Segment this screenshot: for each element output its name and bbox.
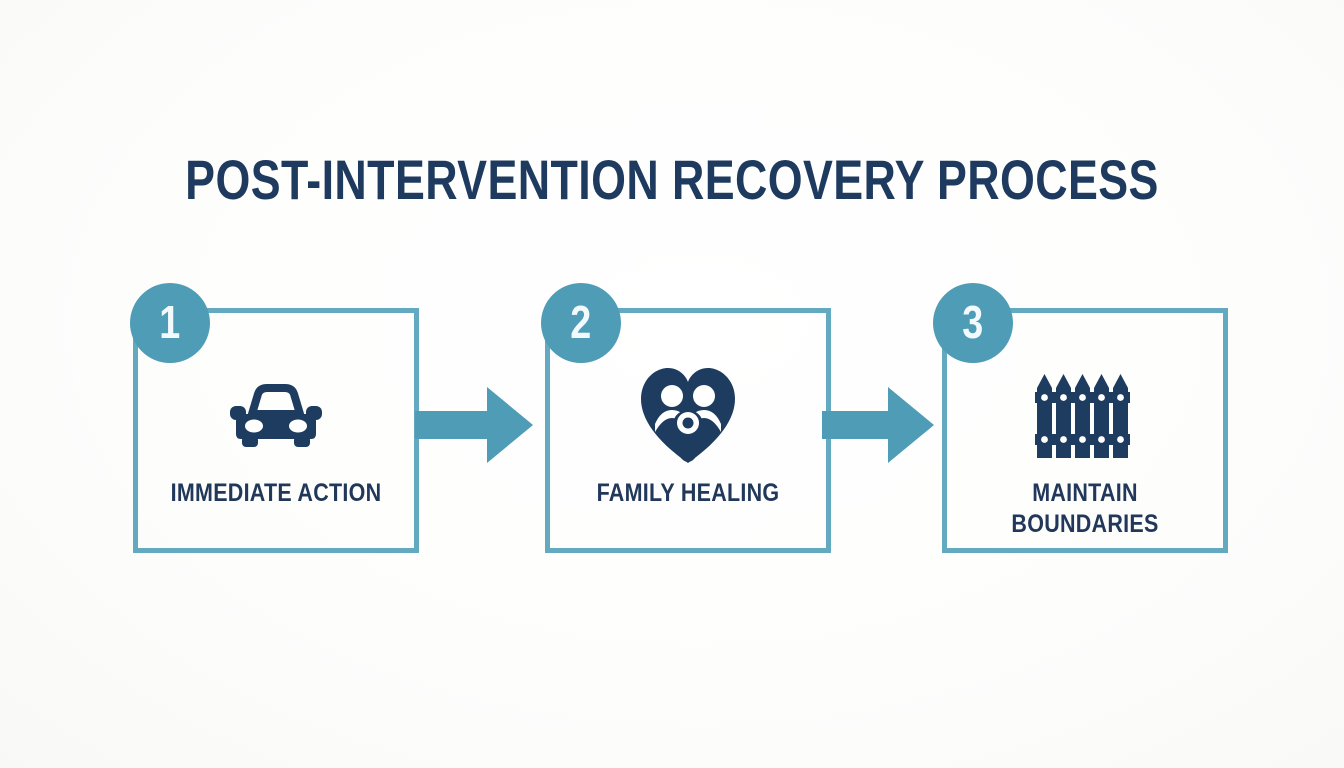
step-number: 3: [962, 296, 984, 348]
step-card-family-healing[interactable]: FAMILY HEALING: [545, 308, 831, 553]
step-card-immediate-action[interactable]: IMMEDIATE ACTION: [133, 308, 419, 553]
family-heart-icon: [550, 361, 826, 471]
step-label: IMMEDIATE ACTION: [170, 479, 382, 507]
step-label: FAMILY HEALING: [596, 479, 780, 507]
step-label: MAINTAIN BOUNDARIES: [1011, 479, 1159, 538]
car-icon: [138, 361, 414, 471]
step-number-badge-2: 2: [541, 283, 621, 363]
step-number-badge-3: 3: [933, 283, 1013, 363]
step-number: 1: [159, 296, 181, 348]
step-card-maintain-boundaries[interactable]: MAINTAIN BOUNDARIES: [942, 308, 1228, 553]
page-title: POST-INTERVENTION RECOVERY PROCESS: [185, 148, 1159, 211]
arrow-step-2-to-3: [822, 381, 942, 469]
fence-icon: [947, 361, 1223, 471]
arrow-step-1-to-2: [415, 381, 535, 469]
step-number-badge-1: 1: [130, 283, 210, 363]
step-number: 2: [570, 296, 592, 348]
